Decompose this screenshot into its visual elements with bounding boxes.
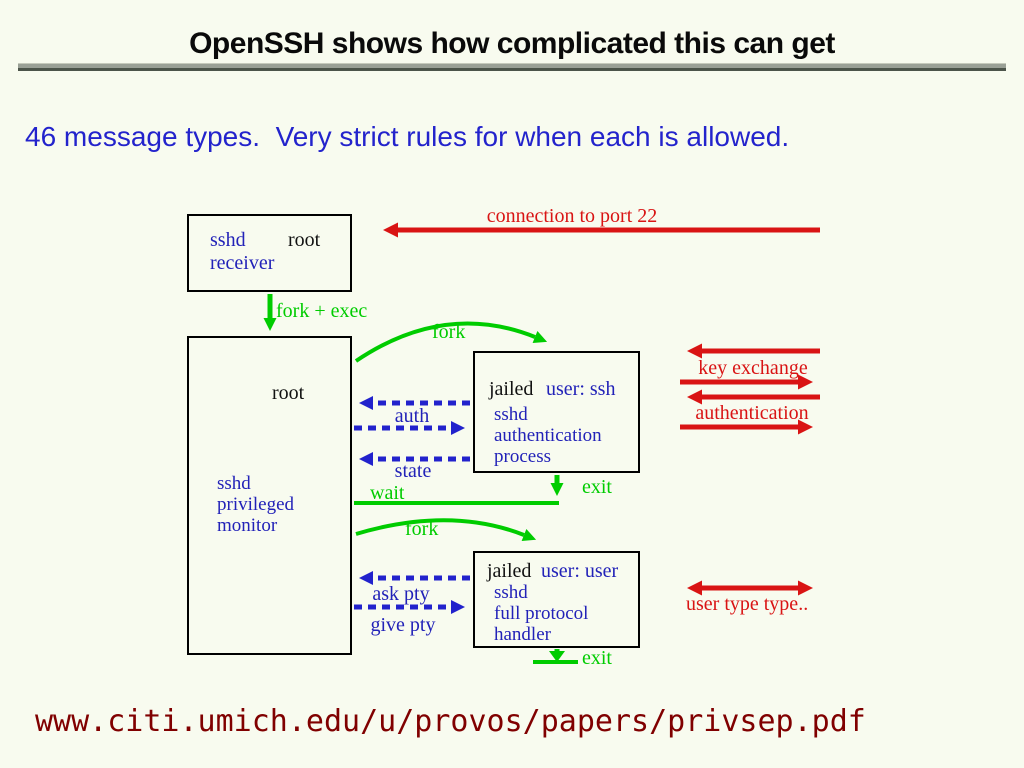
jailed1-line-1: sshd	[494, 404, 528, 425]
receiver-box-name: sshd	[210, 229, 246, 251]
jailed2-description: sshd full protocol handler	[494, 582, 588, 645]
jailed1-label: jailed	[489, 378, 534, 400]
fork-exec-label: fork + exec	[276, 300, 368, 322]
jailed2-label: jailed	[487, 560, 532, 582]
jailed1-line-3: process	[494, 446, 551, 467]
jailed2-user: user: user	[541, 560, 619, 582]
title-divider-rule	[18, 63, 1006, 71]
exit-lower-label: exit	[582, 647, 612, 669]
fork-upper-label: fork	[432, 321, 466, 343]
ask-pty-label: ask pty	[372, 583, 430, 605]
jailed2-line-2: full protocol	[494, 603, 589, 624]
auth-label: auth	[394, 405, 430, 427]
paper-url-text: www.citi.umich.edu/u/provos/papers/privs…	[35, 704, 866, 739]
receiver-box-role: receiver	[210, 252, 275, 274]
exit-lower-arrowhead	[549, 651, 565, 662]
monitor-line-1: sshd	[217, 473, 251, 494]
jailed2-line-1: sshd	[494, 582, 528, 603]
exit-upper-label: exit	[582, 476, 612, 498]
slide-subtitle: 46 message types. Very strict rules for …	[25, 121, 790, 152]
monitor-box-description: sshd privileged monitor	[217, 473, 294, 536]
jailed1-user: user: ssh	[546, 378, 616, 400]
monitor-box-privilege: root	[272, 382, 305, 404]
connection-label: connection to port 22	[486, 205, 658, 227]
jailed2-line-3: handler	[494, 624, 551, 645]
jailed-auth-process-box: jailed user: ssh sshd authentication pro…	[473, 351, 640, 473]
privileged-monitor-box: root sshd privileged monitor	[187, 336, 352, 655]
jailed1-description: sshd authentication process	[494, 404, 602, 467]
give-pty-label: give pty	[370, 614, 436, 636]
jailed1-line-2: authentication	[494, 425, 602, 446]
slide-title: OpenSSH shows how complicated this can g…	[189, 27, 835, 60]
fork-lower-arc-arrow	[355, 518, 537, 542]
monitor-line-3: monitor	[217, 515, 278, 536]
jailed-protocol-handler-box: jailed user: user sshd full protocol han…	[473, 551, 640, 648]
wait-label: wait	[370, 482, 405, 504]
sshd-receiver-box: sshd root receiver	[187, 214, 352, 292]
monitor-line-2: privileged	[217, 494, 295, 515]
user-type-label: user type type..	[686, 593, 809, 615]
fork-lower-label: fork	[405, 518, 439, 540]
state-label: state	[394, 460, 432, 482]
key-exchange-label: key exchange	[698, 357, 808, 379]
receiver-box-privilege: root	[288, 229, 321, 251]
authentication-label: authentication	[695, 402, 809, 424]
